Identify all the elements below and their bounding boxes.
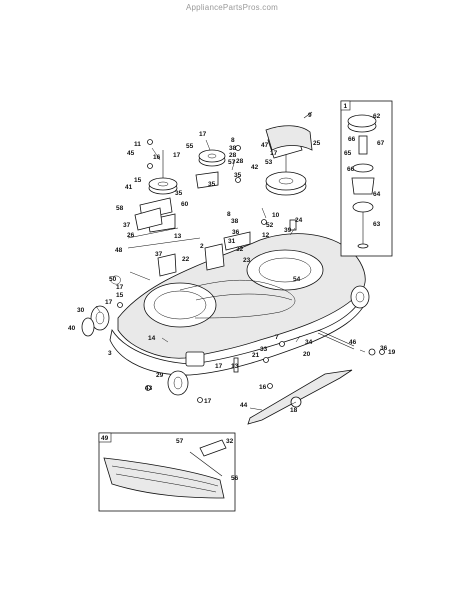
callout-label: 8	[231, 137, 235, 144]
callout-label: 53	[265, 159, 273, 166]
callout-label: 50	[109, 276, 117, 283]
callout-label: 25	[313, 140, 321, 147]
callout-label: 1	[344, 103, 348, 110]
callout-label: 56	[231, 475, 239, 482]
inset-49-box	[98, 432, 236, 512]
callout-label: 17	[204, 398, 212, 405]
callout-label: 12	[262, 232, 270, 239]
callout-label: 55	[186, 143, 194, 150]
callout-label: 42	[251, 164, 259, 171]
callout-label: 64	[373, 191, 381, 198]
callout-label: 10	[272, 212, 280, 219]
callout-label: 49	[101, 435, 109, 442]
callout-label: 19	[388, 349, 396, 356]
callout-label: 39	[284, 227, 292, 234]
leader-lines	[95, 139, 366, 411]
callout-label: 47	[261, 142, 269, 149]
callout-label: 20	[303, 351, 311, 358]
callout-label: 37	[155, 251, 163, 258]
callout-label: 2	[200, 243, 204, 250]
callout-label: 43	[145, 385, 153, 392]
callout-label: 15	[116, 292, 124, 299]
callout-label: 17	[116, 284, 124, 291]
idler-pulley-center	[195, 149, 226, 189]
callout-labels: 9 1 62 67 66 65 66 64 63 11 45 16 17 17 …	[68, 103, 396, 482]
callout-label: 30	[77, 307, 85, 314]
callout-label: 8	[227, 211, 231, 218]
callout-label: 22	[182, 256, 190, 263]
callout-label: 66	[347, 166, 355, 173]
hardware	[117, 139, 385, 403]
callout-label: 57	[228, 159, 236, 166]
callout-label: 54	[293, 276, 301, 283]
callout-label: 38	[229, 145, 237, 152]
callout-label: 52	[266, 222, 274, 229]
callout-label: 13	[174, 233, 182, 240]
callout-label: 17	[215, 363, 223, 370]
callout-label: 35	[175, 190, 183, 197]
callout-label: 48	[115, 247, 123, 254]
callout-label: 17	[199, 131, 207, 138]
belt-guard	[265, 111, 313, 151]
callout-label: 21	[252, 352, 260, 359]
callout-label: 3	[108, 350, 112, 357]
callout-label: 17	[105, 299, 113, 306]
callout-label: 67	[377, 140, 385, 147]
mower-blade	[247, 369, 353, 425]
callout-label: 38	[231, 218, 239, 225]
callout-label: 44	[240, 402, 248, 409]
callout-label: 35	[208, 181, 216, 188]
callout-label: 57	[176, 438, 184, 445]
callout-label: 37	[123, 222, 131, 229]
callout-label: 7	[275, 334, 279, 341]
callout-label: 62	[373, 113, 381, 120]
deck-wheels	[81, 285, 370, 396]
callout-label: 24	[295, 217, 303, 224]
callout-label: 66	[348, 136, 356, 143]
callout-label: 18	[290, 407, 298, 414]
callout-label: 28	[229, 152, 237, 159]
callout-label: 33	[260, 346, 268, 353]
callout-label: 32	[226, 438, 234, 445]
callout-label: 60	[181, 201, 189, 208]
callout-label: 63	[373, 221, 381, 228]
callout-label: 29	[156, 372, 164, 379]
callout-label: 28	[236, 158, 244, 165]
callout-label: 16	[259, 384, 267, 391]
callout-label: 35	[234, 172, 242, 179]
callout-label: 40	[68, 325, 76, 332]
callout-label: 9	[308, 112, 312, 119]
callout-label: 36	[232, 229, 240, 236]
callout-label: 32	[236, 246, 244, 253]
callout-label: 23	[243, 257, 251, 264]
callout-label: 46	[349, 339, 357, 346]
callout-label: 31	[228, 238, 236, 245]
callout-label: 14	[148, 335, 156, 342]
callout-label: 41	[125, 184, 133, 191]
callout-label: 45	[127, 150, 135, 157]
callout-label: 15	[134, 177, 142, 184]
brackets-rods	[109, 207, 355, 350]
callout-label: 58	[116, 205, 124, 212]
inset-1-box	[340, 100, 393, 257]
deck-shell	[109, 233, 367, 376]
callout-label: 17	[173, 152, 181, 159]
watermark-text: AppliancePartsPros.com	[186, 3, 278, 12]
callout-label: 13	[231, 363, 239, 370]
callout-label: 16	[153, 154, 161, 161]
callout-label: 34	[305, 339, 313, 346]
callout-label: 11	[134, 141, 141, 148]
callout-label: 17	[270, 150, 278, 157]
callout-label: 26	[127, 232, 135, 239]
callout-label: 36	[380, 345, 388, 352]
callout-label: 65	[344, 150, 352, 157]
